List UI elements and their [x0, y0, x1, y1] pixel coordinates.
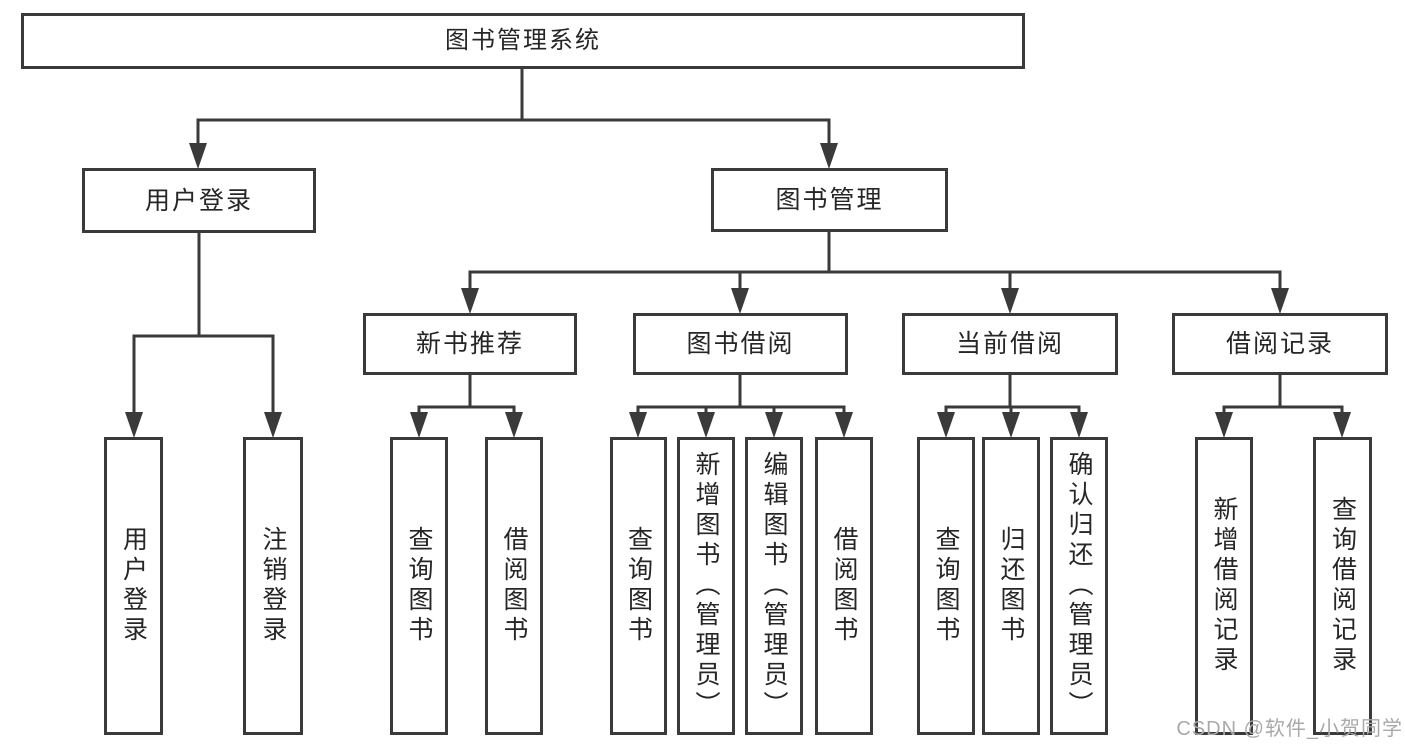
- node-current-borrowing: 当前借阅: [902, 313, 1118, 375]
- node-book-borrowing: 图书借阅: [633, 313, 848, 375]
- watermark: CSDN @软件_小贺同学: [1176, 718, 1403, 740]
- node-borrow-records: 借阅记录: [1172, 313, 1388, 375]
- node-cb-query-books: 查询图书: [917, 437, 975, 735]
- node-cb-confirm-return-admin: 确认归还（管理员）: [1050, 437, 1108, 735]
- node-user-login-action: 用户登录: [104, 437, 163, 735]
- node-root: 图书管理系统: [21, 13, 1025, 69]
- node-bb-edit-books-admin: 编辑图书（管理员）: [745, 437, 803, 735]
- node-br-query-record: 查询借阅记录: [1313, 437, 1372, 735]
- node-nbr-borrow-books: 借阅图书: [485, 437, 543, 735]
- node-logout-action: 注销登录: [243, 437, 303, 735]
- connector-lines: [132, 68, 1344, 414]
- node-user-login: 用户登录: [82, 168, 316, 233]
- node-br-add-record: 新增借阅记录: [1195, 437, 1253, 735]
- arrow-down-icons: [125, 143, 1351, 438]
- node-nbr-query-books: 查询图书: [390, 437, 448, 735]
- node-new-book-recommend: 新书推荐: [363, 313, 577, 375]
- node-cb-return-books: 归还图书: [982, 437, 1040, 735]
- node-book-management: 图书管理: [711, 168, 948, 232]
- node-bb-borrow-books: 借阅图书: [815, 437, 873, 735]
- node-bb-query-books: 查询图书: [610, 437, 667, 735]
- node-bb-add-books-admin: 新增图书（管理员）: [677, 437, 735, 735]
